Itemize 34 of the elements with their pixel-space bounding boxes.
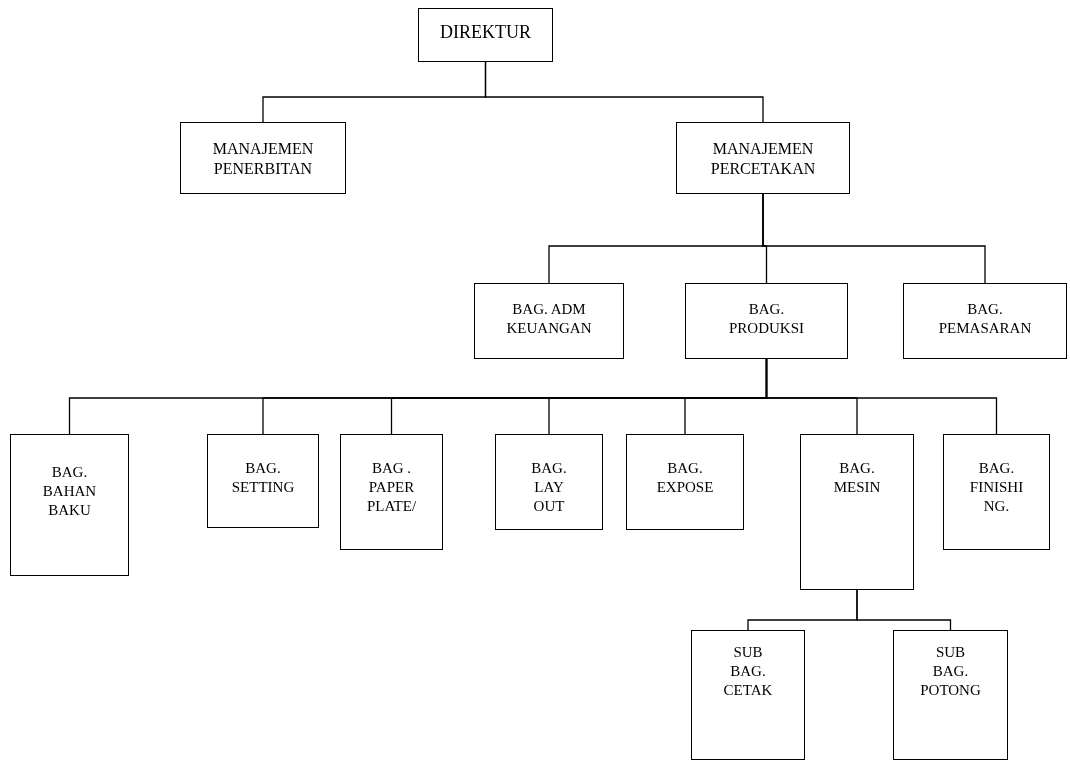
box-label: SUB BAG. CETAK [722,643,774,700]
org-box [800,434,914,590]
org-box [893,630,1008,760]
org-box [495,434,603,530]
box-label: BAG. PRODUKSI [728,300,805,338]
box-label: BAG. EXPOSE [655,459,715,497]
org-box [180,122,346,194]
org-box [903,283,1067,359]
org-box [691,630,805,760]
org-box [626,434,744,530]
org-box [207,434,319,528]
connector-line [762,193,986,284]
box-label: BAG. ADM KEUANGAN [505,300,593,338]
box-label: BAG. SETTING [230,459,296,497]
connector-line [765,358,998,435]
box-label: BAG. FINISHI NG. [968,459,1025,516]
org-box [676,122,850,194]
box-label: SUB BAG. POTONG [919,643,982,700]
box-label: MANAJEMEN PERCETAKAN [709,139,817,179]
box-label: BAG. BAHAN BAKU [41,463,98,520]
org-box [474,283,624,359]
box-label: BAG. PEMASARAN [937,300,1033,338]
org-box [685,283,848,359]
box-label: BAG . PAPER PLATE/ [365,459,418,516]
box-label: BAG. MESIN [832,459,882,497]
org-box [418,8,553,62]
box-label: BAG. LAY OUT [530,459,568,516]
box-label: DIREKTUR [439,21,532,44]
org-box [943,434,1050,550]
connector-line [484,61,764,123]
org-box [340,434,443,550]
connector-line [856,589,952,631]
box-label: MANAJEMEN PENERBITAN [211,139,315,179]
org-box [10,434,129,576]
